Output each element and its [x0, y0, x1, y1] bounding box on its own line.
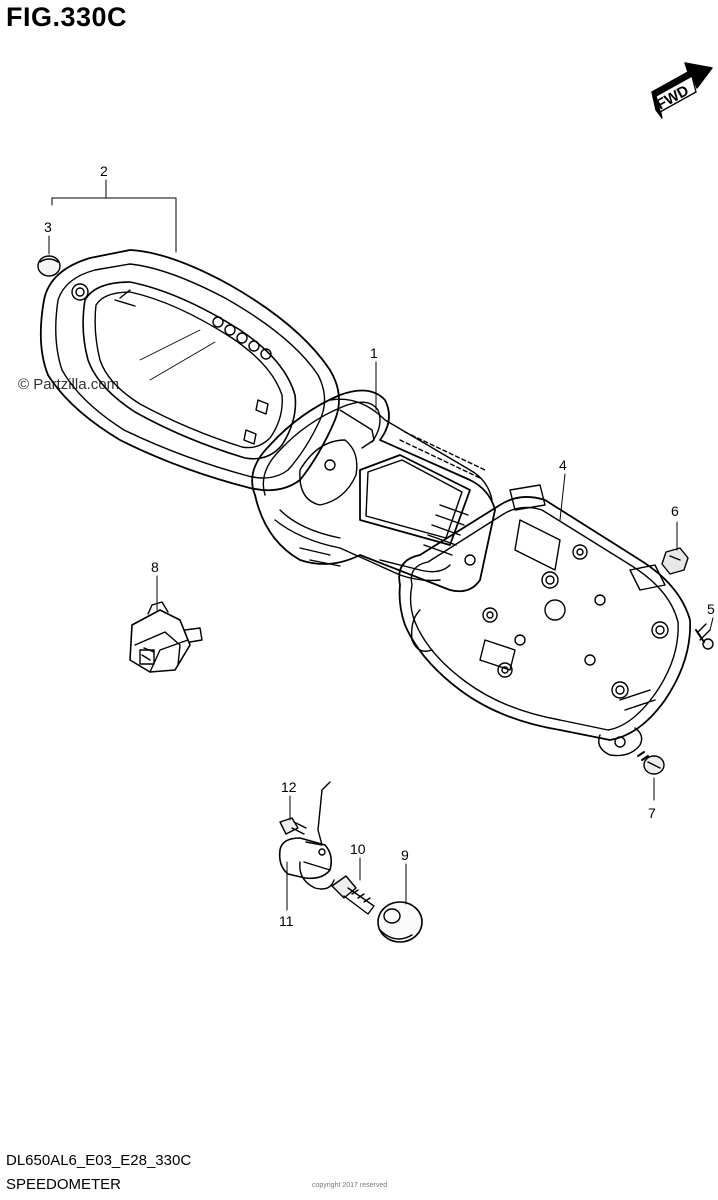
part-8-connector — [129, 601, 203, 673]
figure-code: DL650AL6_E03_E28_330C — [6, 1152, 192, 1169]
callout-9: 9 — [401, 847, 409, 863]
part-6-nut — [661, 547, 689, 575]
callout-3: 3 — [44, 219, 52, 235]
callout-6: 6 — [671, 503, 679, 519]
callout-1: 1 — [370, 345, 378, 361]
callout-10: 10 — [350, 841, 366, 857]
part-10-bolt — [331, 875, 375, 915]
part-7-screw — [637, 751, 665, 775]
part-3-cap — [37, 255, 61, 277]
callout-2: 2 — [100, 163, 108, 179]
figure-title: FIG.330C — [6, 2, 128, 32]
callout-5: 5 — [707, 601, 715, 617]
part-4-rear-case — [398, 484, 692, 757]
part-2-front-cover — [39, 249, 340, 492]
watermark: © Partzilla.com — [18, 376, 120, 393]
callout-numbers: 2 3 1 4 6 5 7 8 12 10 9 11 — [44, 163, 715, 929]
part-12-screw — [279, 817, 307, 835]
callout-8: 8 — [151, 559, 159, 575]
part-9-washer — [377, 901, 423, 943]
figure-description: SPEEDOMETER — [6, 1176, 122, 1193]
footnote: copyright 2017 reserved — [312, 1182, 388, 1189]
callout-12: 12 — [281, 779, 297, 795]
fwd-arrow-icon: FWD — [651, 62, 713, 119]
leader-lines — [48, 179, 714, 911]
callout-11: 11 — [279, 913, 294, 929]
callout-7: 7 — [648, 805, 656, 821]
part-1-meter-assembly — [251, 389, 496, 593]
callout-4: 4 — [559, 457, 567, 473]
part-5-screw — [695, 623, 714, 650]
part-11-sensor — [278, 781, 335, 890]
